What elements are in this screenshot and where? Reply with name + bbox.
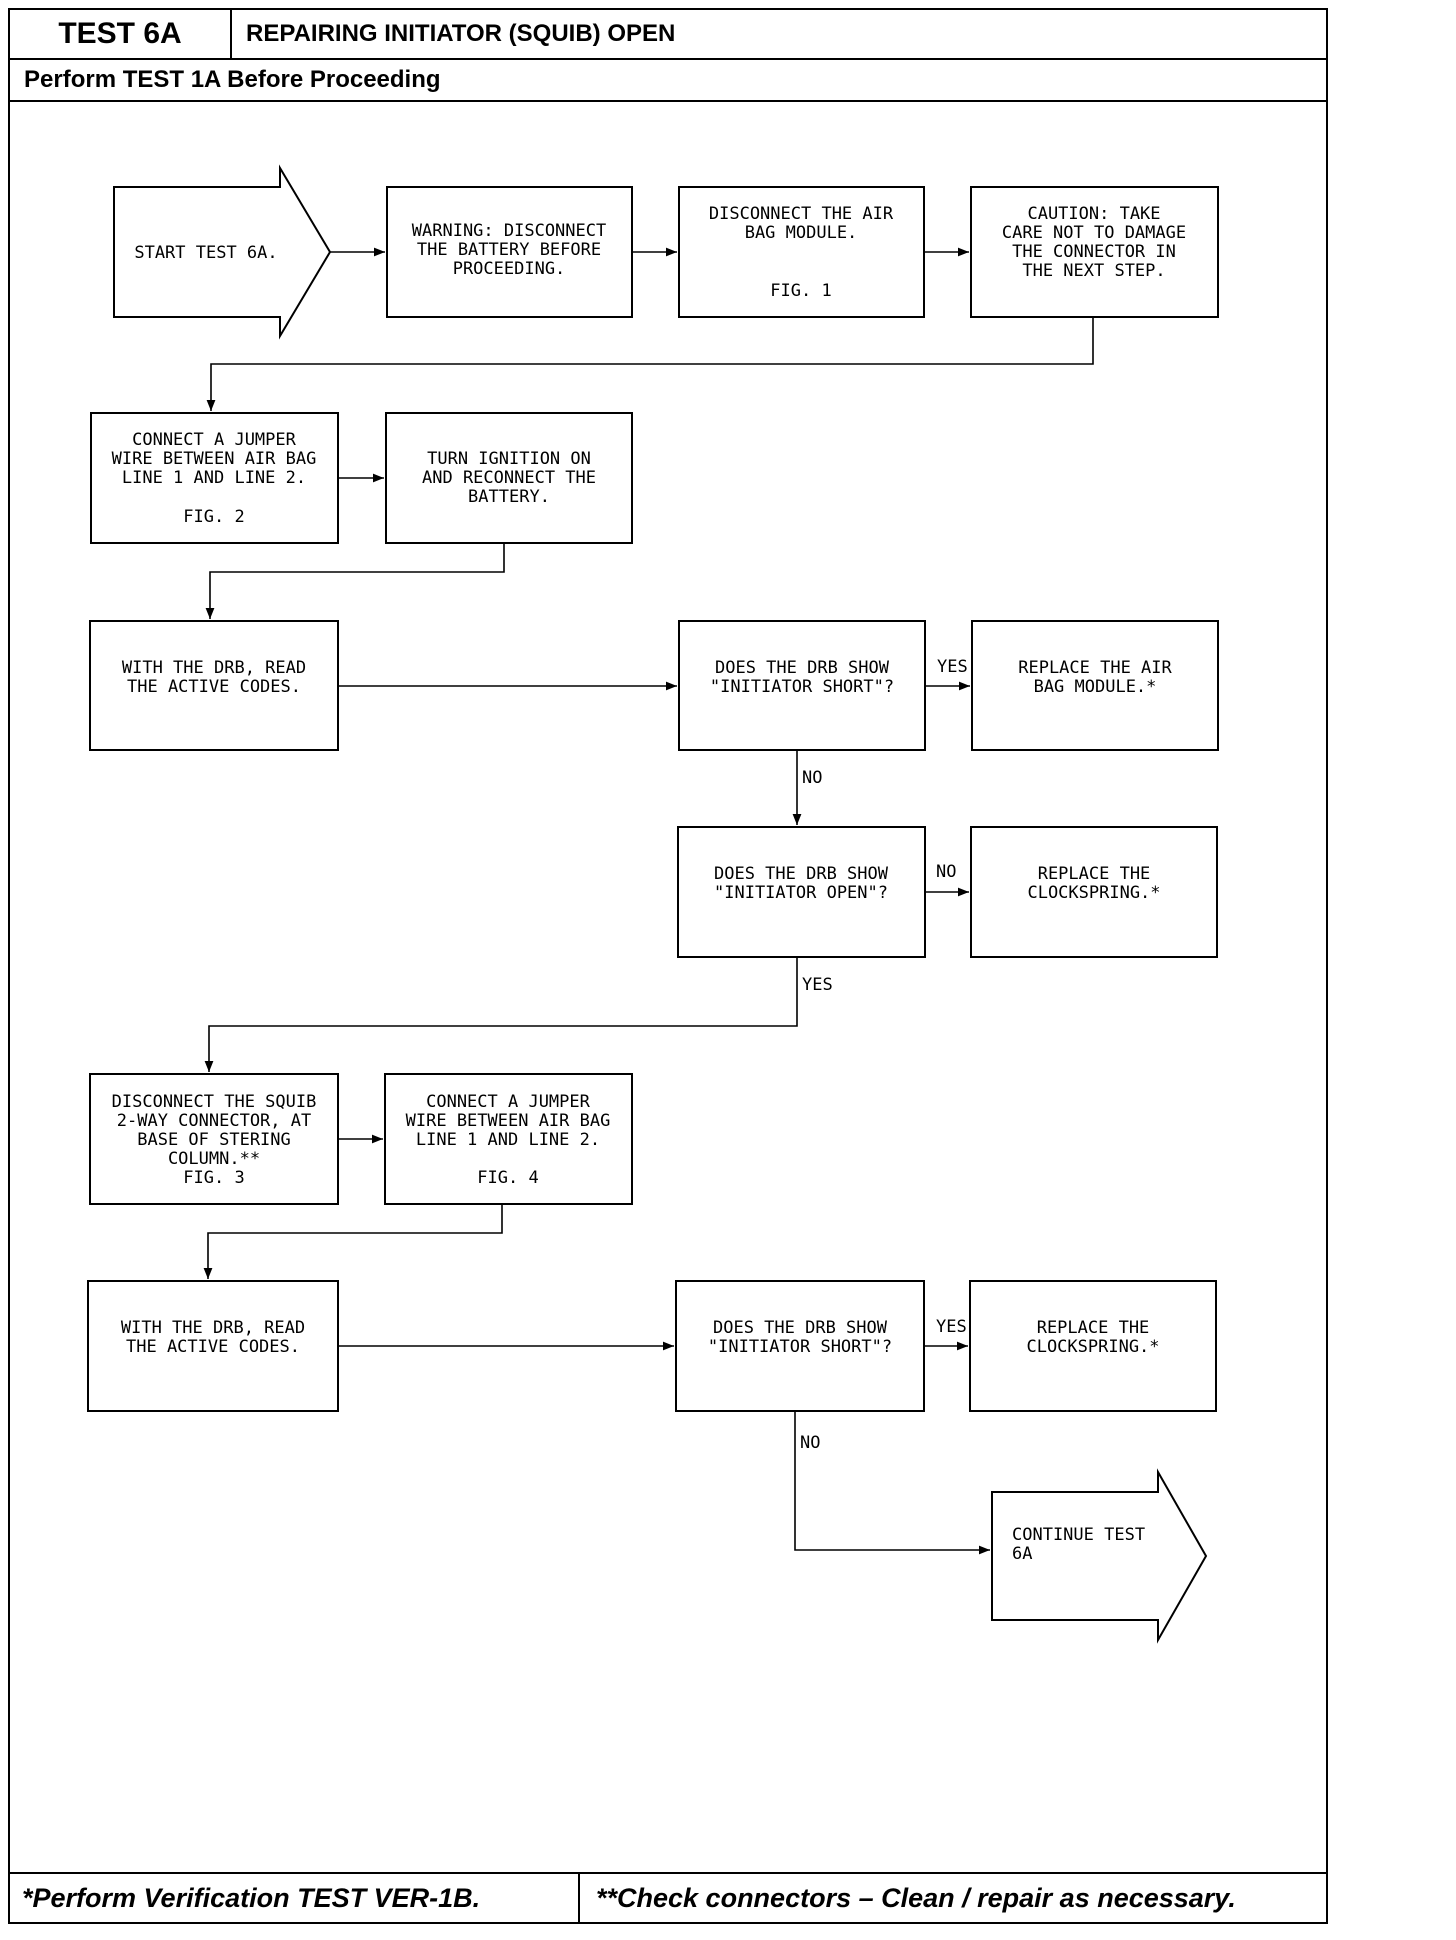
replace-module-box [971, 620, 1219, 751]
question-open-text: DOES THE DRB SHOW"INITIATOR OPEN"? [714, 864, 889, 903]
node-text-line: DOES THE DRB SHOW [713, 1318, 888, 1338]
node-text-line: THE NEXT STEP. [1022, 261, 1165, 281]
disconnect-squib-fig: FIG. 3 [183, 1168, 244, 1188]
header-row: TEST 6A REPAIRING INITIATOR (SQUIB) OPEN [10, 10, 1326, 60]
node-text-line: CONNECT A JUMPER [132, 430, 297, 450]
continue-terminal-shape [991, 1468, 1208, 1644]
yes-label: YES [802, 975, 833, 995]
disconnect-module-fig: FIG. 1 [770, 281, 831, 301]
node-text-line: WITH THE DRB, READ [121, 1318, 305, 1338]
node-text-line: BATTERY. [468, 487, 550, 507]
node-text-line: THE ACTIVE CODES. [126, 1337, 300, 1357]
connector [203, 1204, 503, 1279]
footer-connector-note: **Check connectors – Clean / repair as n… [596, 1883, 1236, 1913]
caution-box [970, 186, 1219, 318]
node-text-line: WIRE BETWEEN AIR BAG [406, 1111, 611, 1131]
node-text-line: PROCEEDING. [453, 259, 566, 279]
node-text-line: BAG MODULE. [745, 223, 858, 243]
no-label: NO [800, 1433, 820, 1453]
node-text-line: "INITIATOR SHORT"? [708, 1337, 892, 1357]
node-text-line: REPLACE THE [1037, 1318, 1150, 1338]
yes-label: YES [936, 1317, 967, 1337]
node-text-line: DISCONNECT THE AIR [709, 204, 894, 224]
node-text-line: LINE 1 AND LINE 2. [416, 1130, 600, 1150]
node-text-line: CAUTION: TAKE [1027, 204, 1160, 224]
start-terminal-shape [113, 164, 332, 340]
node-text-line: THE CONNECTOR IN [1012, 242, 1176, 262]
node-text-line: WIRE BETWEEN AIR BAG [112, 449, 317, 469]
connector [206, 317, 1094, 411]
jumper-2-fig: FIG. 4 [477, 1168, 538, 1188]
yes-label: YES [937, 657, 968, 677]
footer-verification-note: *Perform Verification TEST VER-1B. [10, 1874, 580, 1922]
page-frame: TEST 6A REPAIRING INITIATOR (SQUIB) OPEN… [8, 8, 1328, 1924]
node-text-line: REPLACE THE AIR [1018, 658, 1172, 678]
node-text-line: LINE 1 AND LINE 2. [122, 468, 306, 488]
node-text-line: CONNECT A JUMPER [426, 1092, 591, 1112]
node-text-line: DISCONNECT THE SQUIB [112, 1092, 317, 1112]
node-text-line: TURN IGNITION ON [427, 449, 591, 469]
ignition-on-box [385, 412, 633, 544]
node-text-line: WITH THE DRB, READ [122, 658, 306, 678]
node-text-line: 2-WAY CONNECTOR, AT [117, 1111, 311, 1131]
node-text-line: COLUMN.** [168, 1149, 260, 1169]
replace-clockspring-2-box [969, 1280, 1217, 1412]
node-text-line: CARE NOT TO DAMAGE [1002, 223, 1186, 243]
no-label: NO [802, 768, 822, 788]
node-text-line: DOES THE DRB SHOW [715, 658, 890, 678]
node-text-line: "INITIATOR SHORT"? [710, 677, 894, 697]
node-text-line: THE ACTIVE CODES. [127, 677, 301, 697]
node-text-line: CLOCKSPRING.* [1026, 1337, 1159, 1357]
node-text-line: WARNING: DISCONNECT [412, 221, 606, 241]
jumper-2-box [384, 1073, 633, 1205]
start-terminal-text: START TEST 6A. [134, 243, 277, 263]
jumper-1-fig: FIG. 2 [183, 507, 244, 527]
node-text-line: REPLACE THE [1038, 864, 1151, 884]
question-short-1-text: DOES THE DRB SHOW"INITIATOR SHORT"? [710, 658, 894, 697]
page-title: REPAIRING INITIATOR (SQUIB) OPEN [246, 20, 676, 47]
node-text-line: CLOCKSPRING.* [1027, 883, 1160, 903]
node-text-line: BASE OF STERING [137, 1130, 291, 1150]
node-text-line: DOES THE DRB SHOW [714, 864, 889, 884]
prerequisite-note: Perform TEST 1A Before Proceeding [10, 60, 1326, 102]
node-text-line: CONTINUE TEST [1012, 1525, 1145, 1545]
node-text-line: 6A [1012, 1544, 1032, 1564]
node-text-line: "INITIATOR OPEN"? [714, 883, 888, 903]
node-text-line: START TEST 6A. [134, 243, 277, 263]
question-short-2-text: DOES THE DRB SHOW"INITIATOR SHORT"? [708, 1318, 892, 1357]
footer: *Perform Verification TEST VER-1B. **Che… [10, 1872, 1326, 1922]
connector [204, 957, 798, 1072]
test-id: TEST 6A [10, 10, 232, 58]
node-text-line: THE BATTERY BEFORE [417, 240, 601, 260]
node-text-line: BAG MODULE.* [1034, 677, 1157, 697]
no-label: NO [936, 862, 956, 882]
connector [794, 1411, 990, 1555]
replace-clockspring-1-box [970, 826, 1218, 958]
connector [205, 543, 505, 619]
node-text-line: AND RECONNECT THE [422, 468, 596, 488]
